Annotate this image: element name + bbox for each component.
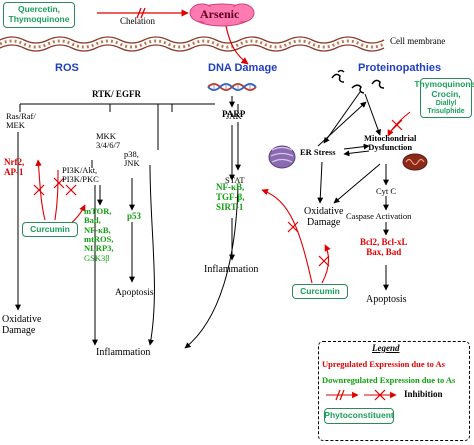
cell-membrane-label: Cell membrane <box>390 36 446 46</box>
downregulated-targets: mTOR, Bad, NF-κB, mtROS, NLRP3, GSK3β <box>84 206 114 263</box>
pi3k-line: PI3K/Akt, <box>62 165 98 175</box>
curcumin-text: Curcumin <box>300 285 340 296</box>
rtk-egfr-label: RTK/ EGFR <box>92 89 141 99</box>
target-item: mTOR, <box>84 206 112 216</box>
target-item: Bad, <box>84 215 101 226</box>
mitochondria-icon <box>402 153 428 171</box>
target-item: NLRP3, <box>84 243 114 254</box>
legend-upregulated: Upregulated Expression due to As <box>322 359 445 369</box>
nrf2-line: Nrf2, <box>4 157 25 167</box>
thymoquinone-inhibition <box>387 111 411 137</box>
pi3k-label: PI3K/Akt, PI3K/PKC <box>62 165 99 185</box>
chelation-arrow <box>97 7 189 19</box>
proteinopathies-heading: Proteinopathies <box>358 62 442 74</box>
curcumin-left-inhibition <box>33 159 86 229</box>
p38-line: JNK <box>124 158 140 169</box>
target-item: NF-κB, <box>84 224 111 235</box>
box-line: Diallyl Trisulphide <box>427 99 465 115</box>
arsenic-label: Arsenic <box>200 7 240 21</box>
jak-label: JAK <box>226 111 242 121</box>
arsenic-cloud <box>189 3 255 27</box>
ros-pathway-lines <box>15 103 241 349</box>
inflammation-middle-label: Inflammation <box>204 264 259 275</box>
legend-downregulated: Downregulated Expression due to As <box>322 375 456 385</box>
curcumin-box-left: Curcumin <box>22 222 78 237</box>
oxidative-line: Damage <box>307 217 341 228</box>
mito-line: Mitochondrial <box>364 133 417 143</box>
legend-title: Legend <box>372 343 400 353</box>
ros-heading: ROS <box>55 62 79 74</box>
target-item: mtROS, <box>84 234 114 245</box>
phyto-text: Phytoconstituent <box>324 410 394 421</box>
target-item: GSK3β <box>84 252 110 263</box>
box-line: Thymoquinone <box>8 14 70 24</box>
chelation-label: Chelation <box>120 16 155 26</box>
cell-membrane <box>0 36 385 52</box>
p38-jnk-label: p38, JNK <box>124 149 140 169</box>
bcl-bax-label: Bcl2, Bcl-xL Bax, Bad <box>360 237 408 258</box>
bcl-line: Bax, Bad <box>366 246 402 257</box>
inflammation-left-label: Inflammation <box>96 347 151 358</box>
nrf2-ap1-label: Nrf2, AP-1 <box>4 157 25 178</box>
ras-line: Ras/Raf/ <box>6 111 36 121</box>
box-line: Quercetin, <box>17 4 61 15</box>
p38-line: p38, <box>124 149 139 159</box>
proteinopathy-lines <box>317 91 389 291</box>
legend-box <box>318 341 470 441</box>
nfkb-line: SIRT-1 <box>216 201 244 212</box>
bcl-line: Bcl2, Bcl-xL <box>360 237 408 247</box>
mito-line: Dysfunction <box>368 142 413 153</box>
quercetin-thymoquinone-box: Quercetin, Thymoquinone <box>3 2 75 28</box>
mitochondrial-dysfunction-label: Mitochondrial Dysfunction <box>364 133 417 153</box>
apoptosis-left-label: Apoptosis <box>115 288 154 298</box>
apoptosis-right-label: Apoptosis <box>366 294 407 305</box>
er-stress-label: ER Stress <box>300 147 336 157</box>
curcumin-middle-inhibition <box>261 188 331 284</box>
curcumin-text: Curcumin <box>30 223 70 234</box>
nrf2-line: AP-1 <box>4 166 24 177</box>
dna-damage-heading: DNA Damage <box>208 62 278 74</box>
box-line: Thymoquinone, <box>414 79 474 90</box>
ras-raf-mek-label: Ras/Raf/ MEK <box>6 111 36 131</box>
stat-label: STAT <box>225 175 245 185</box>
mkk-label: MKK 3/4/6/7 <box>96 131 121 151</box>
nfkb-line: NF-κB, <box>216 182 245 192</box>
thymoquinone-crocin-box: Thymoquinone, Crocin, Diallyl Trisulphid… <box>414 78 474 118</box>
cyt-c-label: Cyt C <box>376 186 397 196</box>
box-line: Crocin, <box>431 88 461 99</box>
oxidative-line: Damage <box>2 325 36 336</box>
p53-label: p53 <box>127 211 142 221</box>
legend-inhibition-symbols <box>326 389 397 401</box>
oxidative-line: Oxidative <box>2 314 42 325</box>
er-icon <box>268 145 296 169</box>
misfolded-protein-icons <box>331 69 385 94</box>
nfkb-tgf-sirt-label: NF-κB, TGF-β, SIRT-1 <box>216 182 245 213</box>
mkk-line: 3/4/6/7 <box>96 140 121 151</box>
parp-label: PARP <box>222 109 246 119</box>
legend-phytoconstituent-box: Phytoconstituent <box>324 408 394 424</box>
nfkb-line: TGF-β, <box>216 191 245 202</box>
oxidative-damage-left: Oxidative Damage <box>2 314 41 336</box>
pi3k-line: PI3K/PKC <box>62 174 99 185</box>
ras-line: MEK <box>6 120 25 131</box>
curcumin-box-middle: Curcumin <box>292 284 348 299</box>
caspase-activation-label: Caspase Activation <box>346 211 412 221</box>
oxidative-line: Oxidative <box>304 206 344 217</box>
mkk-line: MKK <box>96 131 116 141</box>
legend-inhibition: Inhibition <box>404 389 443 399</box>
dna-helix <box>207 83 257 91</box>
oxidative-damage-middle: Oxidative Damage <box>304 206 343 228</box>
